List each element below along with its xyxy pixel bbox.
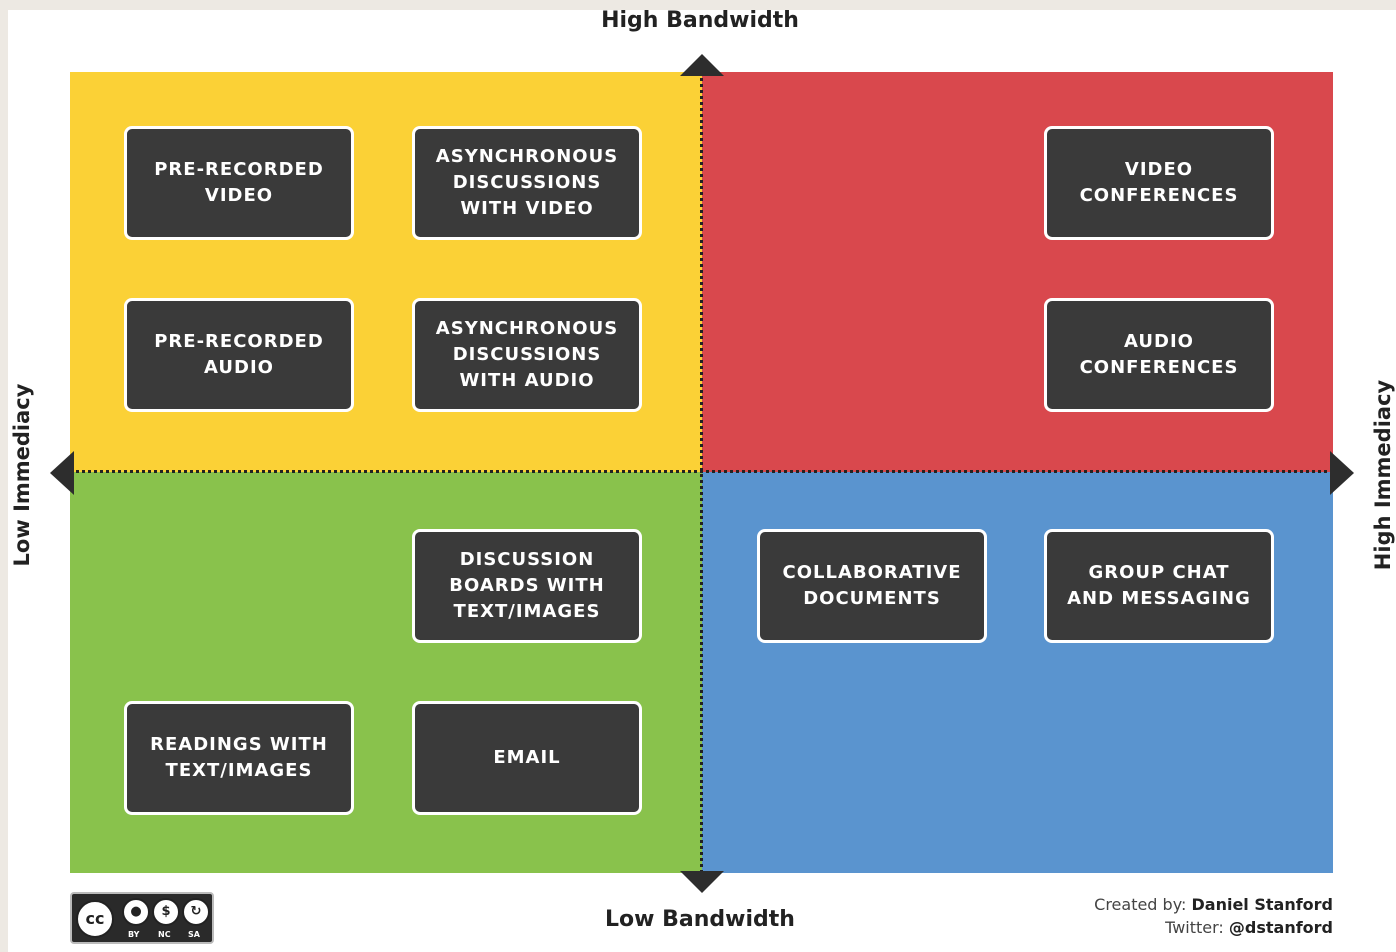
sharealike-icon: ↻: [182, 898, 210, 926]
arrow-right-icon: [1330, 451, 1354, 495]
license-by-label: BY: [128, 930, 140, 939]
box-audio-conferences: AUDIO CONFERENCES: [1044, 298, 1274, 412]
arrow-left-icon: [50, 451, 74, 495]
box-email: EMAIL: [412, 701, 642, 815]
arrow-up-icon: [680, 54, 724, 76]
license-nc-label: NC: [158, 930, 171, 939]
credit-author-line: Created by: Daniel Stanford: [1050, 893, 1333, 916]
box-pre-recorded-audio: PRE-RECORDED AUDIO: [124, 298, 354, 412]
box-async-discussions-video: ASYNCHRONOUS DISCUSSIONS WITH VIDEO: [412, 126, 642, 240]
twitter-handle: @dstanford: [1228, 918, 1333, 937]
axis-label-right: High Immediacy: [1371, 379, 1395, 571]
credit-prefix: Created by:: [1094, 895, 1192, 914]
box-video-conferences: VIDEO CONFERENCES: [1044, 126, 1274, 240]
noncommercial-icon: $: [152, 898, 180, 926]
twitter-prefix: Twitter:: [1165, 918, 1229, 937]
box-discussion-boards: DISCUSSION BOARDS WITH TEXT/IMAGES: [412, 529, 642, 643]
box-collaborative-documents: COLLABORATIVE DOCUMENTS: [757, 529, 987, 643]
axis-label-top: High Bandwidth: [601, 8, 799, 33]
box-group-chat: GROUP CHAT AND MESSAGING: [1044, 529, 1274, 643]
cc-icon: cc: [76, 900, 114, 938]
creative-commons-badge: cc ● $ ↻ BY NC SA: [70, 892, 214, 944]
horizontal-axis-line: [70, 470, 1333, 473]
box-readings: READINGS WITH TEXT/IMAGES: [124, 701, 354, 815]
attribution-icon: ●: [122, 898, 150, 926]
credit-twitter-line: Twitter: @dstanford: [1050, 916, 1333, 939]
axis-label-left: Low Immediacy: [10, 383, 34, 567]
axis-label-bottom: Low Bandwidth: [605, 907, 795, 932]
box-pre-recorded-video: PRE-RECORDED VIDEO: [124, 126, 354, 240]
credits: Created by: Daniel Stanford Twitter: @ds…: [1050, 893, 1333, 939]
box-async-discussions-audio: ASYNCHRONOUS DISCUSSIONS WITH AUDIO: [412, 298, 642, 412]
license-sa-label: SA: [188, 930, 200, 939]
arrow-down-icon: [680, 871, 724, 893]
credit-author: Daniel Stanford: [1191, 895, 1333, 914]
